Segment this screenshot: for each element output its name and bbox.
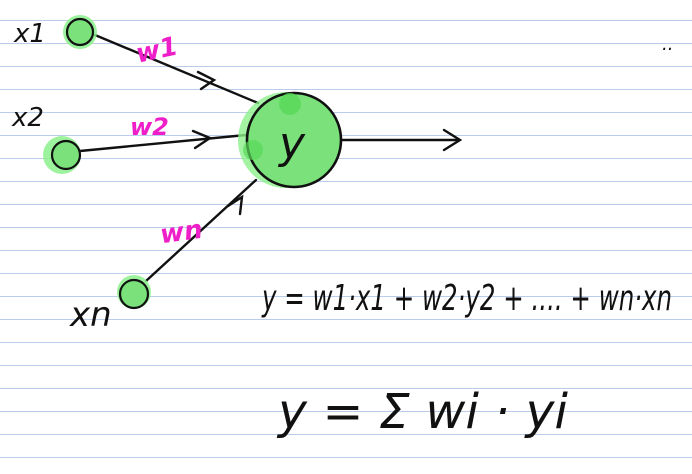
- equation-expanded: y = w1·x1 + w2·y2 + .... + wn·xn: [261, 278, 672, 319]
- edge-x1-to-y: [93, 33, 260, 105]
- input-label-x2: x2: [11, 103, 44, 133]
- input-node-x2: [43, 136, 82, 174]
- input-label-x1: x1: [13, 19, 46, 49]
- edge-xn-arrow: [226, 194, 244, 216]
- input-label-xn: xn: [69, 295, 112, 335]
- output-arrow: [442, 128, 463, 152]
- edge-x1-arrow: [196, 70, 217, 91]
- weight-label-wn: wn: [158, 215, 204, 251]
- input-node-xn: [117, 275, 151, 310]
- edge-x2-arrow: [191, 129, 213, 150]
- weight-label-w1: w1: [133, 31, 180, 69]
- equation-summation: y = Σ wi · yi: [276, 384, 569, 440]
- output-node-y: y: [238, 91, 343, 189]
- input-node-x1: [63, 15, 97, 49]
- weight-label-w2: w2: [130, 113, 169, 141]
- edge-x2-to-y: [78, 133, 248, 153]
- output-node-label: y: [277, 118, 306, 169]
- corner-mark: ..: [662, 34, 673, 55]
- edge-xn-to-y: [144, 178, 258, 283]
